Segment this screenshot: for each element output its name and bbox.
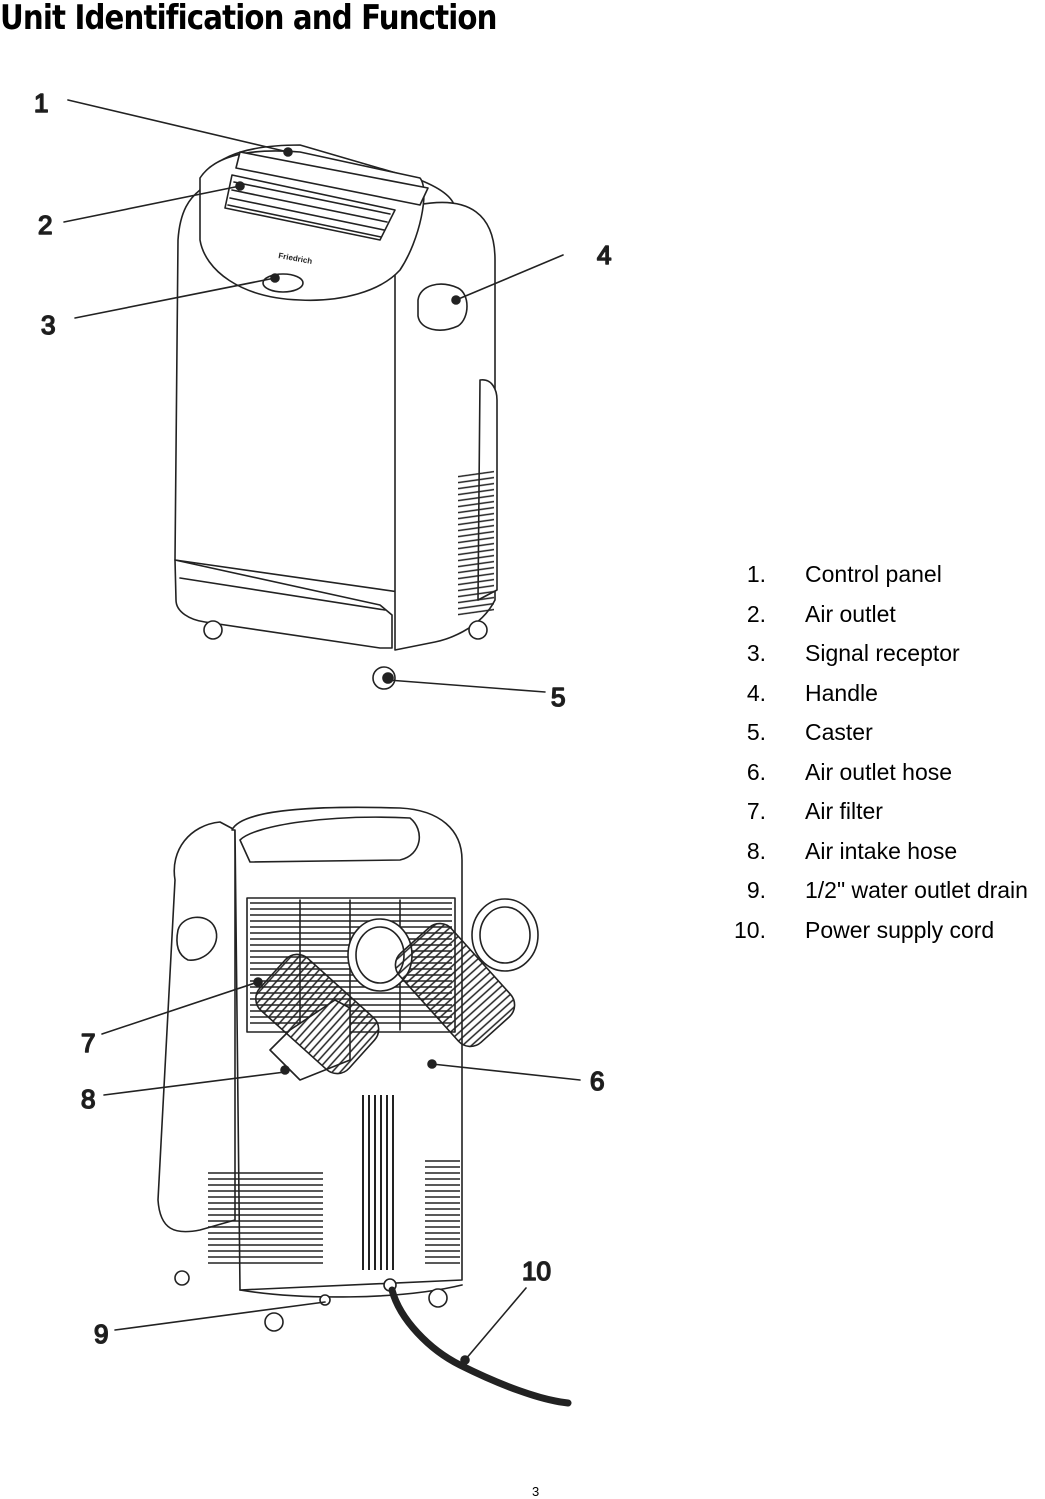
legend-item-label: Air outlet xyxy=(805,600,896,627)
legend-item: 5. Caster xyxy=(720,718,873,758)
page-number: 3 xyxy=(532,1484,540,1499)
legend-item-number: 8. xyxy=(746,837,766,864)
parts-legend: 1. Control panel 2. Air outlet 3. Signal re… xyxy=(720,560,1028,956)
front-view: Friedrich xyxy=(174,144,498,690)
unit-illustration: Friedrich xyxy=(33,87,612,1407)
legend-item-label: 1/2" water outlet drain xyxy=(805,877,1028,903)
callout-9: 9 xyxy=(94,1319,108,1349)
legend-item-label: Handle xyxy=(805,679,878,706)
legend-item-label: Control panel xyxy=(805,561,942,587)
callout-5: 5 xyxy=(551,682,565,712)
callout-1: 1 xyxy=(34,88,48,118)
legend-item: 3. Signal receptor xyxy=(720,639,960,679)
legend-item-number: 4. xyxy=(746,679,766,706)
callout-4: 4 xyxy=(597,240,611,270)
legend-item-label: Air filter xyxy=(805,798,883,824)
page-title: Unit Identification and Function xyxy=(0,0,497,38)
legend-item-number: 7. xyxy=(746,798,766,824)
legend-item-label: Power supply cord xyxy=(805,916,995,943)
legend-item: 7. Air filter xyxy=(720,797,883,837)
legend-item-number: 3. xyxy=(746,640,766,666)
legend-item: 8. Air intake hose xyxy=(720,837,957,877)
legend-item: 4. Handle xyxy=(720,679,878,719)
front-leader-lines xyxy=(63,99,564,693)
rear-leader-lines xyxy=(101,981,581,1361)
legend-item-number: 2. xyxy=(746,600,766,627)
legend-item-label: Air intake hose xyxy=(805,837,958,864)
legend-item-number: 10. xyxy=(734,916,766,943)
legend-item-number: 6. xyxy=(746,758,766,785)
legend-item-label: Caster xyxy=(805,719,873,745)
callout-6: 6 xyxy=(590,1066,604,1096)
callout-3: 3 xyxy=(41,310,55,340)
legend-item-label: Signal receptor xyxy=(805,640,960,666)
legend-item: 1. Control panel xyxy=(720,560,942,600)
legend-item-number: 5. xyxy=(746,719,766,745)
callout-2: 2 xyxy=(38,210,52,240)
callout-10: 10 xyxy=(522,1256,551,1286)
legend-item-number: 1. xyxy=(746,561,766,587)
callout-7: 7 xyxy=(81,1028,95,1058)
legend-item-number: 9. xyxy=(746,877,766,903)
rear-view xyxy=(157,806,572,1407)
legend-item: 10. Power supply cord xyxy=(720,916,994,956)
legend-item-label: Air outlet hose xyxy=(805,758,953,785)
legend-item: 6. Air outlet hose xyxy=(720,758,952,798)
legend-item: 9. 1/2" water outlet drain xyxy=(720,876,1028,916)
legend-item: 2. Air outlet xyxy=(720,600,896,640)
callout-8: 8 xyxy=(81,1084,95,1114)
